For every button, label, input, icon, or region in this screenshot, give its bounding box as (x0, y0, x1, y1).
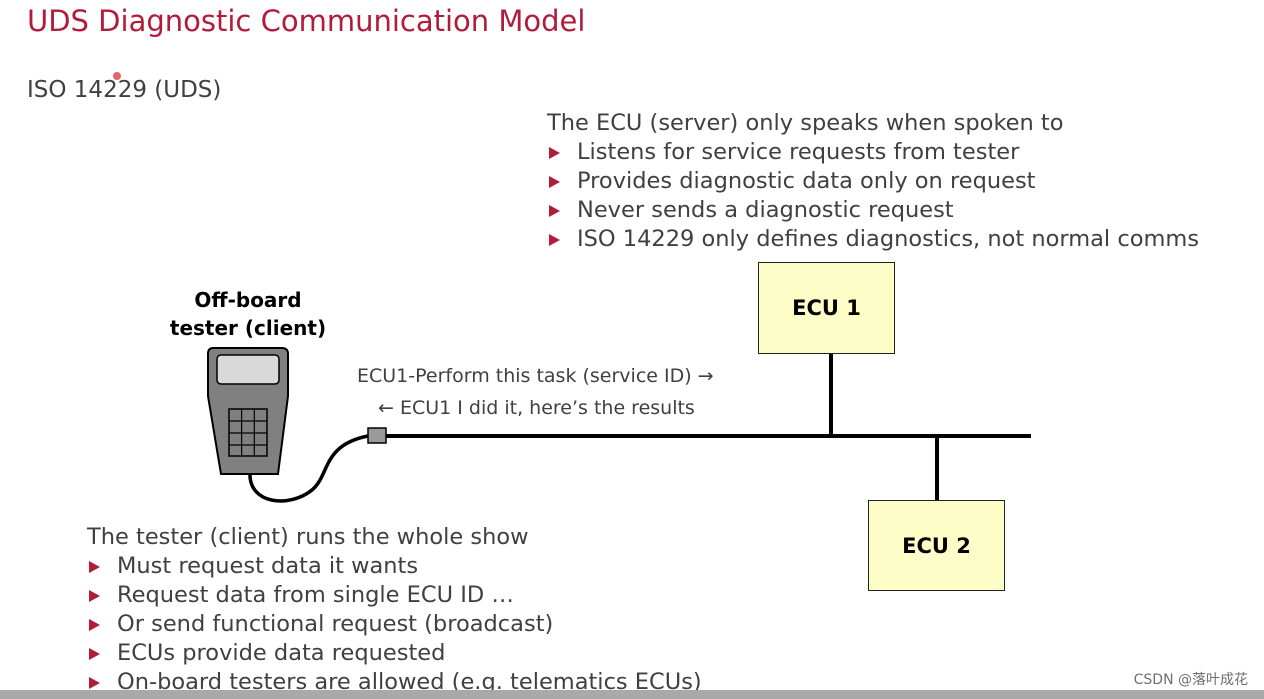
bullet-triangle-icon (549, 147, 560, 159)
tester-behavior-list: Must request data it wants Request data … (87, 552, 702, 697)
request-message: ECU1-Perform this task (service ID) → (357, 365, 714, 387)
tester-bullet-item: ECUs provide data requested (87, 639, 702, 668)
tester-bullet-item: Request data from single ECU ID … (87, 581, 702, 610)
ecu-behavior-list: Listens for service requests from tester… (547, 138, 1199, 254)
ecu-bullet-text: Never sends a diagnostic request (577, 197, 954, 223)
tester-bullet-text: Request data from single ECU ID … (117, 582, 514, 608)
ecu-bullet-text: Provides diagnostic data only on request (577, 168, 1036, 194)
bullet-triangle-icon (89, 561, 100, 573)
tester-bullet-text: Or send functional request (broadcast) (117, 611, 554, 637)
video-progress-bar[interactable] (0, 690, 1264, 699)
ecu-behavior-heading: The ECU (server) only speaks when spoken… (547, 110, 1064, 136)
tester-bullet-text: ECUs provide data requested (117, 640, 446, 666)
csdn-watermark: CSDN @落叶成花 (1133, 672, 1248, 688)
slide-title: UDS Diagnostic Communication Model (27, 4, 586, 38)
tester-cable (248, 434, 369, 503)
tester-behavior-block: The tester (client) runs the whole show … (87, 523, 702, 697)
bullet-triangle-icon (89, 648, 100, 660)
tester-bullet-item: Or send functional request (broadcast) (87, 610, 702, 639)
ecu-bullet-text: ISO 14229 only defines diagnostics, not … (577, 226, 1200, 252)
ecu1-box: ECU 1 (758, 262, 895, 354)
tester-label: Off-board tester (client) (148, 286, 348, 342)
laser-pointer-dot (113, 72, 121, 80)
bullet-triangle-icon (549, 234, 560, 246)
ecu1-label: ECU 1 (792, 296, 861, 320)
bullet-triangle-icon (89, 619, 100, 631)
ecu-bullet-item: ISO 14229 only defines diagnostics, not … (547, 225, 1199, 254)
bullet-triangle-icon (549, 205, 560, 217)
ecu-bullet-text: Listens for service requests from tester (577, 139, 1020, 165)
tester-behavior-heading: The tester (client) runs the whole show (87, 524, 529, 550)
ecu-bullet-item: Listens for service requests from tester (547, 138, 1199, 167)
ecu2-box: ECU 2 (868, 500, 1005, 591)
ecu-behavior-block: The ECU (server) only speaks when spoken… (547, 109, 1199, 254)
tester-label-line1: Off-board (194, 288, 302, 312)
tester-bullet-item: Must request data it wants (87, 552, 702, 581)
ecu2-label: ECU 2 (902, 533, 971, 558)
tester-bullet-text: Must request data it wants (117, 553, 419, 579)
ecu-bullet-item: Provides diagnostic data only on request (547, 167, 1199, 196)
ecu-bullet-item: Never sends a diagnostic request (547, 196, 1199, 225)
bullet-triangle-icon (549, 176, 560, 188)
bullet-triangle-icon (89, 590, 100, 602)
tester-label-line2: tester (client) (169, 316, 327, 340)
response-message: ← ECU1 I did it, here’s the results (378, 397, 695, 419)
bullet-triangle-icon (89, 677, 100, 689)
handheld-tester-icon (207, 347, 289, 475)
slide-subtitle: ISO 14229 (UDS) (27, 77, 222, 103)
diagnostic-connector (367, 427, 387, 444)
